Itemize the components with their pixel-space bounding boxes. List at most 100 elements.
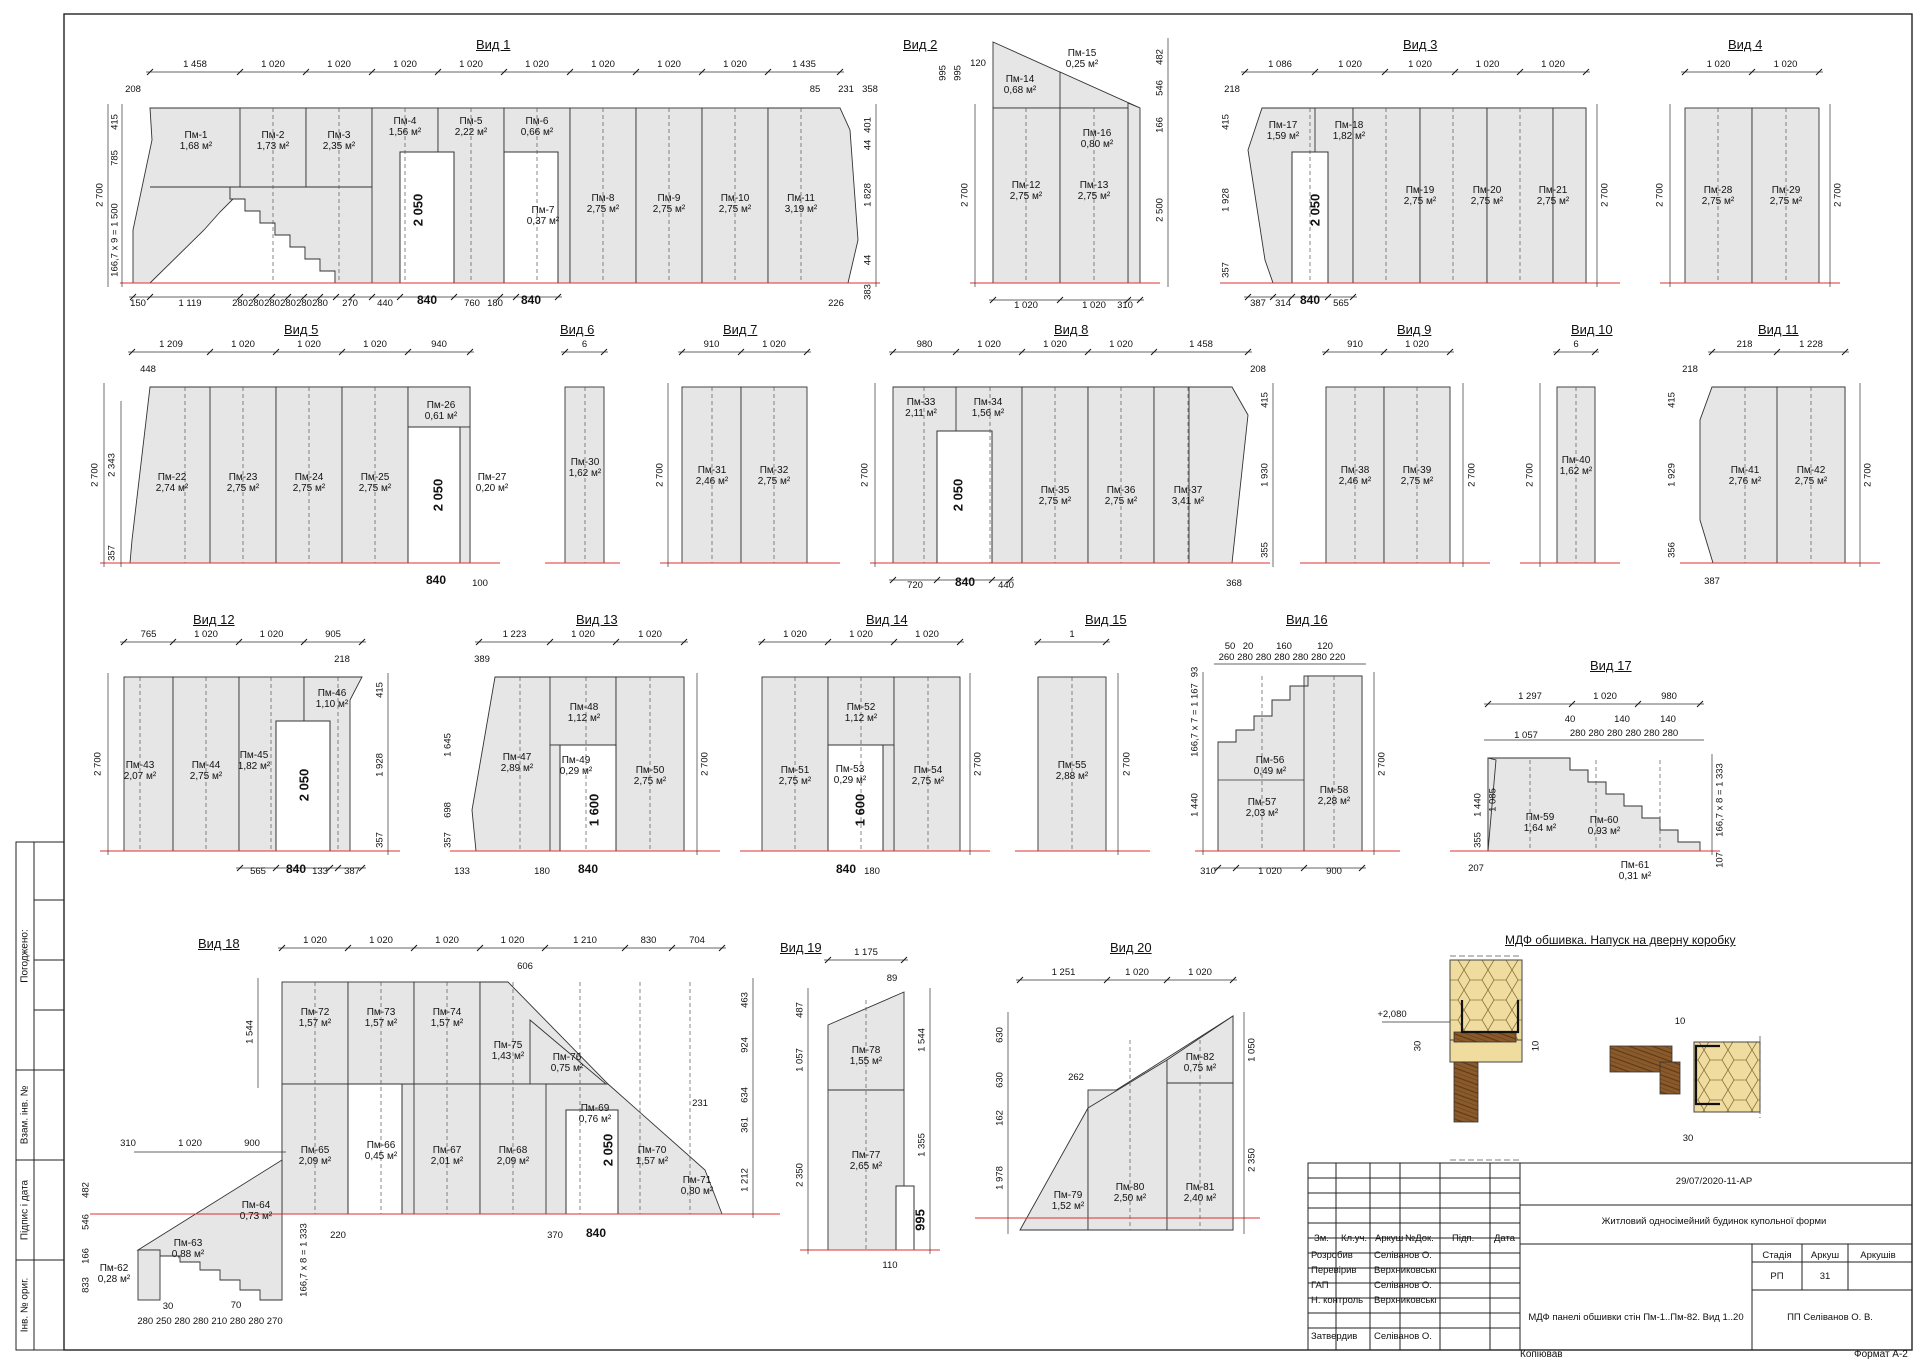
- panel-area: 0,88 м²: [171, 1249, 205, 1260]
- dimension-text: 606: [517, 961, 533, 972]
- panel-area: 2,35 м²: [322, 141, 356, 152]
- dimension-tick: [952, 348, 960, 356]
- tb-h-date: Дата: [1494, 1233, 1516, 1244]
- dimension-text: 1 020: [723, 59, 747, 70]
- dimension-tick: [368, 68, 376, 76]
- panel-name: Пм-1: [184, 130, 208, 141]
- panel-name: Пм-75: [493, 1040, 523, 1051]
- side-label-approved: Погоджено:: [19, 929, 31, 983]
- panel-area: 2,88 м²: [1055, 771, 1089, 782]
- panel-area: 1,56 м²: [971, 408, 1005, 419]
- door-height-dim: 2 050: [430, 478, 446, 512]
- dimension-text: 1 020: [1706, 59, 1731, 70]
- panel-pm80: [1087, 1059, 1168, 1231]
- door-width-dim: 840: [425, 573, 447, 587]
- dimension-tick: [1484, 700, 1492, 708]
- dimension-text: 370: [547, 1230, 563, 1241]
- door-height-dim: 1 600: [852, 793, 868, 827]
- door-height-dim: 2 050: [1307, 193, 1323, 227]
- panel-area: 2,75 м²: [1470, 196, 1504, 207]
- dimension-text: 218: [334, 654, 350, 665]
- panel-area: 3,19 м²: [784, 204, 818, 215]
- dimension-tick: [824, 956, 832, 964]
- dimension-text: 2 700: [1524, 463, 1536, 487]
- tb-role-1: Розробив: [1311, 1250, 1353, 1261]
- dimension-tick: [1241, 68, 1249, 76]
- door-opening: [827, 744, 884, 852]
- dimension-text: 1 020: [1014, 300, 1038, 311]
- dimension-tick: [718, 944, 726, 952]
- dimension-text: 482: [1154, 49, 1166, 65]
- dimension-text: 415: [1259, 392, 1271, 408]
- dimension-text: 260 280 280 280 280 280 220: [1218, 652, 1346, 663]
- dimension-text: 1 020: [977, 339, 1001, 350]
- dimension-tick: [396, 293, 404, 301]
- dimension-tick: [302, 68, 310, 76]
- view-title: Вид 12: [193, 612, 235, 627]
- panel-name: Пм-42: [1796, 465, 1826, 476]
- tb-role-4: Н. контроль: [1311, 1295, 1364, 1306]
- dimension-text: 1 440: [1472, 793, 1484, 817]
- dimension-text: 50: [1224, 641, 1236, 652]
- dimension-tick: [1034, 638, 1042, 646]
- dimension-text: 1 020: [303, 935, 327, 946]
- door-width-dim: 840: [954, 575, 976, 589]
- detail-dim-10b: 10: [1674, 1016, 1686, 1027]
- panel-name: Пм-25: [360, 472, 390, 483]
- dimension-tick: [236, 68, 244, 76]
- dimension-tick: [1358, 864, 1366, 872]
- dimension-tick: [1163, 976, 1171, 984]
- dimension-text: 401: [862, 117, 874, 133]
- panel-area: 1,10 м²: [315, 699, 349, 710]
- dimension-text: 166: [80, 1248, 92, 1264]
- dimension-text: 1 228: [1799, 339, 1823, 350]
- panel-name: Пм-61: [1620, 860, 1650, 871]
- dimension-text: 280: [296, 298, 312, 309]
- panel-area: 1,73 м²: [256, 141, 290, 152]
- dimension-tick: [1288, 293, 1296, 301]
- dimension-text: 40: [1564, 714, 1576, 725]
- dimension-text: 1 057: [794, 1048, 806, 1072]
- dimension-text: 262: [1068, 1072, 1084, 1083]
- dimension-tick: [169, 638, 177, 646]
- dimension-text: 415: [109, 114, 121, 130]
- dimension-text: 310: [1117, 300, 1133, 311]
- panel-area: 1,68 м²: [179, 141, 213, 152]
- dimension-tick: [554, 293, 562, 301]
- panel-area: 1,57 м²: [635, 1156, 669, 1167]
- dimension-tick: [541, 944, 549, 952]
- dimension-text: 1 020: [231, 339, 255, 350]
- dimension-text: 218: [1682, 364, 1698, 375]
- dimension-tick: [1324, 293, 1332, 301]
- panel-name: Пм-22: [157, 472, 187, 483]
- detail-door-frame-1: [1453, 1061, 1479, 1123]
- panel-area: 0,80 м²: [680, 1186, 714, 1197]
- dimension-text: 1 020: [1408, 59, 1432, 70]
- tb-role-2: Перевірив: [1311, 1265, 1357, 1276]
- dimension-text: 1 020: [915, 629, 939, 640]
- door-width-dim: 840: [577, 862, 599, 876]
- view-title: Вид 15: [1085, 612, 1127, 627]
- panel-name: Пм-5: [459, 116, 483, 127]
- dimension-text: 1 020: [261, 59, 285, 70]
- panel-area: 2,03 м²: [1245, 808, 1279, 819]
- dimension-tick: [1773, 348, 1781, 356]
- panel-area: 0,37 м²: [526, 216, 560, 227]
- panel-area: 2,75 м²: [189, 771, 223, 782]
- panel-area: 2,65 м²: [849, 1161, 883, 1172]
- dimension-text: 180: [864, 866, 880, 877]
- dimension-text: 910: [1347, 339, 1363, 350]
- panel-name: Пм-13: [1079, 180, 1109, 191]
